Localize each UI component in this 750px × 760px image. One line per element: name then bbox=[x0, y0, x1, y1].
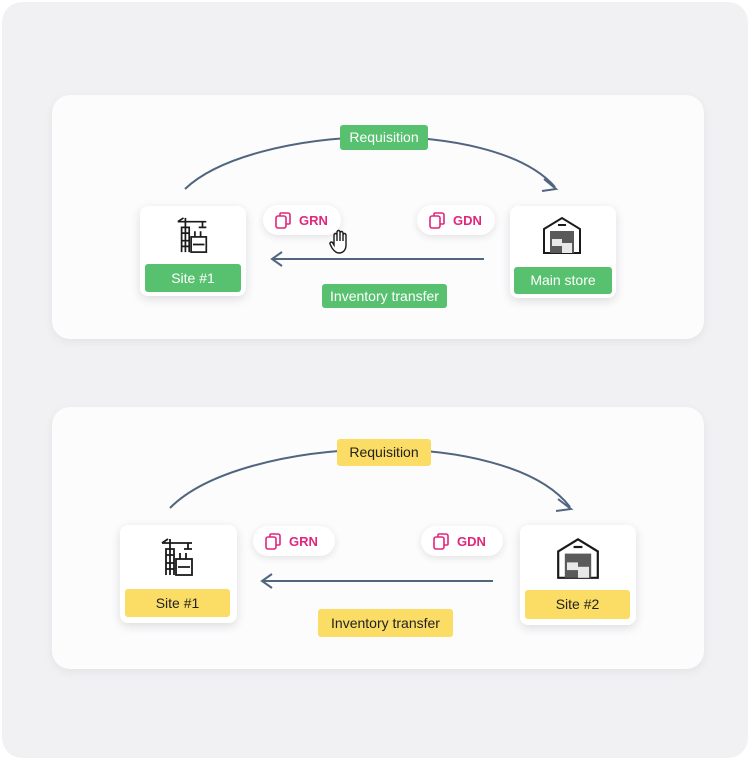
node-label-site-1: Site #1 bbox=[145, 264, 241, 292]
grn-document-badge[interactable]: GRN bbox=[253, 526, 335, 556]
gdn-document-badge[interactable]: GDN bbox=[421, 526, 503, 556]
node-label-site-1: Site #1 bbox=[125, 589, 230, 617]
node-label-main-store: Main store bbox=[514, 267, 612, 294]
grn-document-badge[interactable]: GRN bbox=[263, 205, 341, 235]
copy-document-icon bbox=[429, 212, 445, 229]
inventory-transfer-label: Inventory transfer bbox=[318, 609, 453, 637]
grn-label: GRN bbox=[289, 534, 318, 549]
requisition-label: Requisition bbox=[340, 125, 428, 150]
hand-cursor-icon bbox=[329, 229, 347, 254]
node-label-site-2: Site #2 bbox=[525, 590, 630, 619]
copy-document-icon bbox=[275, 212, 291, 229]
node-main-store[interactable]: Main store bbox=[510, 206, 616, 298]
warehouse-icon bbox=[557, 538, 599, 579]
construction-site-icon bbox=[177, 217, 208, 253]
copy-document-icon bbox=[433, 533, 449, 550]
grn-label: GRN bbox=[299, 213, 328, 228]
construction-site-icon bbox=[161, 538, 193, 576]
diagram-card-main-store: Requisition Site #1 Main store bbox=[52, 95, 704, 339]
requisition-arrowhead bbox=[541, 178, 559, 192]
copy-document-icon bbox=[265, 533, 281, 550]
transfer-arrowhead bbox=[260, 573, 273, 589]
diagram-card-site-2: Requisition Site #1 Site #2 bbox=[52, 407, 704, 669]
warehouse-icon bbox=[543, 216, 581, 254]
inventory-transfer-label: Inventory transfer bbox=[322, 284, 447, 308]
requisition-arrowhead bbox=[555, 498, 574, 512]
node-site-2[interactable]: Site #2 bbox=[520, 525, 636, 625]
transfer-arrowhead bbox=[270, 251, 283, 267]
node-site-1[interactable]: Site #1 bbox=[140, 206, 246, 296]
gdn-document-badge[interactable]: GDN bbox=[417, 205, 495, 235]
node-site-1[interactable]: Site #1 bbox=[120, 525, 237, 623]
requisition-label: Requisition bbox=[337, 439, 431, 466]
gdn-label: GDN bbox=[457, 534, 486, 549]
gdn-label: GDN bbox=[453, 213, 482, 228]
